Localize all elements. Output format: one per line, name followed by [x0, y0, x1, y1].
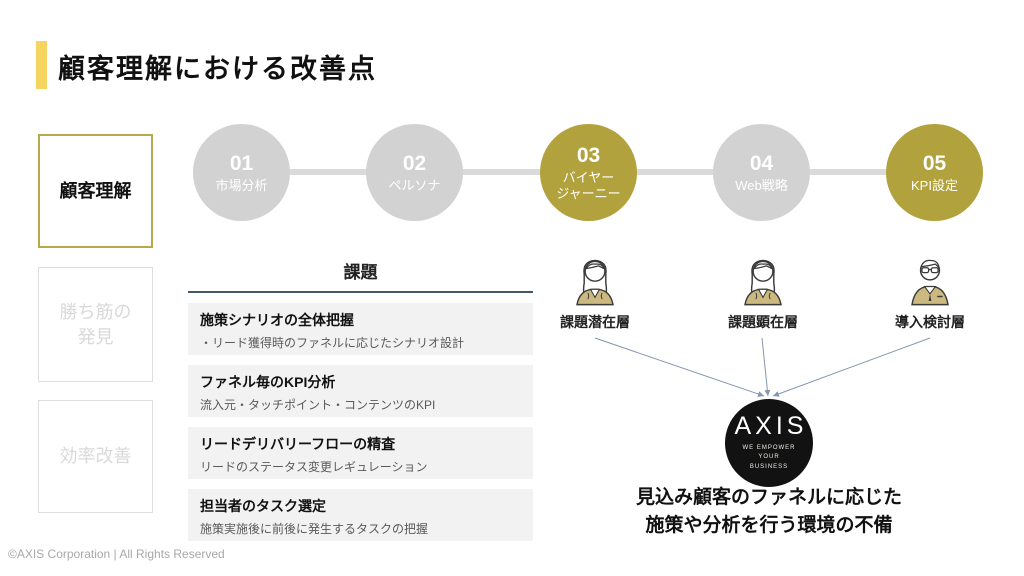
issue-desc: 流入元・タッチポイント・コンテンツのKPI	[200, 398, 436, 412]
sidebar-item-label: 顧客理解	[59, 180, 132, 201]
step-label: ペルソナ	[388, 177, 441, 193]
issue-title: 施策シナリオの全体把握	[200, 312, 354, 328]
step-number: 03	[576, 143, 601, 167]
step-number: 02	[402, 151, 427, 175]
issue-desc: ・リード獲得時のファネルに応じたシナリオ設計	[200, 336, 465, 350]
step-label: 市場分析	[215, 177, 268, 193]
sidebar-item-label: 効率改善	[59, 446, 132, 467]
step-label: バイヤー ジャーニー	[556, 169, 621, 201]
issues-panel: 課題 施策シナリオの全体把握 ・リード獲得時のファネルに応じたシナリオ設計 ファ…	[188, 258, 533, 551]
issue-title: リードデリバリーフローの精査	[200, 436, 396, 452]
page-title: 顧客理解における改善点	[58, 54, 377, 84]
step-circle-03: 03 バイヤー ジャーニー	[540, 124, 637, 221]
issue-title: 担当者のタスク選定	[200, 498, 326, 514]
issue-title: ファネル毎のKPI分析	[200, 374, 336, 390]
step-circle-05: 05 KPI設定	[886, 124, 983, 221]
sidebar-item-label: 勝ち筋の 発見	[59, 302, 132, 347]
step-label: Web戦略	[735, 177, 788, 193]
issue-item: ファネル毎のKPI分析 流入元・タッチポイント・コンテンツのKPI	[188, 365, 533, 417]
step-label: KPI設定	[911, 177, 958, 193]
persona-label: 課題顕在層	[728, 314, 798, 330]
step-circle-01: 01 市場分析	[193, 124, 290, 221]
woman-icon	[576, 259, 614, 306]
converging-arrows	[594, 337, 931, 397]
sidebar-item-customer-understanding: 顧客理解	[38, 134, 153, 248]
issue-desc: リードのステータス変更レギュレーション	[200, 460, 428, 474]
woman-icon	[744, 259, 782, 306]
conclusion-text: 見込み顧客のファネルに応じた 施策や分析を行う環境の不備	[635, 487, 902, 536]
copyright-footer: ©AXIS Corporation | All Rights Reserved	[8, 547, 225, 561]
axis-logo-brand: AXIS	[734, 411, 808, 440]
persona-label: 課題潜在層	[560, 314, 630, 330]
step-circle-04: 04 Web戦略	[713, 124, 810, 221]
man-glasses-icon	[911, 259, 949, 306]
sidebar-item-winning-strategy: 勝ち筋の 発見	[38, 267, 153, 382]
issue-item: 施策シナリオの全体把握 ・リード獲得時のファネルに応じたシナリオ設計	[188, 303, 533, 355]
step-number: 05	[922, 151, 947, 175]
sidebar-item-efficiency: 効率改善	[38, 400, 153, 513]
persona-considering-adoption: 導入検討層	[870, 256, 990, 332]
issue-item: リードデリバリーフローの精査 リードのステータス変更レギュレーション	[188, 427, 533, 479]
persona-latent-issue: 課題潜在層	[535, 256, 655, 332]
step-number: 01	[229, 151, 254, 175]
step-circle-02: 02 ペルソナ	[366, 124, 463, 221]
issue-desc: 施策実施後に前後に発生するタスクの把握	[200, 522, 429, 536]
persona-manifest-issue: 課題顕在層	[703, 256, 823, 332]
axis-logo-tagline: WE EMPOWER YOUR BUSINESS	[742, 444, 796, 470]
issues-header: 課題	[343, 263, 378, 282]
axis-logo: AXIS WE EMPOWER YOUR BUSINESS	[725, 399, 813, 487]
issue-item: 担当者のタスク選定 施策実施後に前後に発生するタスクの把握	[188, 489, 533, 541]
issues-divider	[188, 291, 533, 293]
persona-label: 導入検討層	[895, 314, 965, 330]
step-number: 04	[749, 151, 774, 175]
title-accent-bar	[36, 41, 47, 89]
